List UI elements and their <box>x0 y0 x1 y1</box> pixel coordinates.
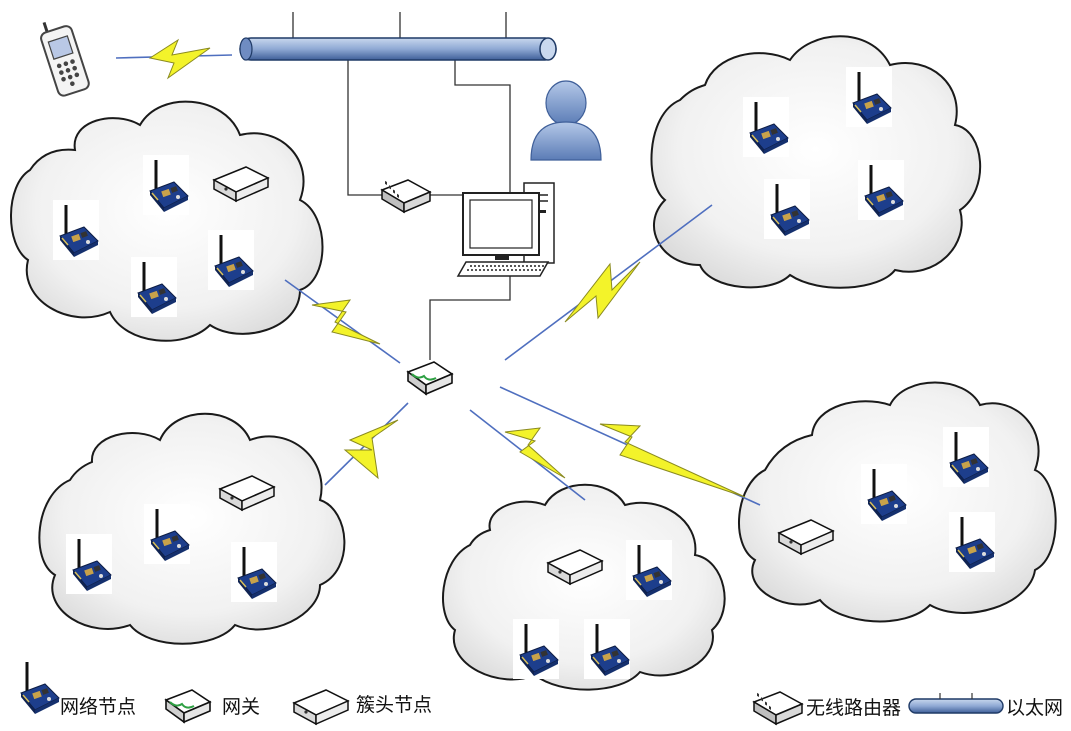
legend-sensor-node-icon <box>12 655 62 719</box>
sensor-node-icon <box>229 540 279 604</box>
lightning-bolt-icon <box>148 38 746 498</box>
sensor-node-icon <box>762 177 812 241</box>
sensor-node-icon <box>582 617 632 681</box>
gateway-icon <box>407 361 453 395</box>
legend-gateway-label: 网关 <box>222 696 261 718</box>
sensor-node-icon <box>129 255 179 319</box>
legend <box>12 655 1004 725</box>
cloud-top-right <box>650 35 981 289</box>
computer-icon <box>456 182 555 277</box>
sensor-node-icon <box>206 228 256 292</box>
legend-ethernet-label: 以太网 <box>1006 697 1064 719</box>
legend-cluster-head-icon <box>293 689 349 725</box>
sensor-node-icon <box>51 198 101 262</box>
sensor-node-icon <box>844 65 894 129</box>
person-icon <box>530 80 602 161</box>
sensor-node-icon <box>941 425 991 489</box>
cloud-bottom-center <box>442 483 726 691</box>
mobile-phone-icon <box>40 21 90 97</box>
ethernet-wires <box>292 12 511 360</box>
sensor-node-icon <box>624 538 674 602</box>
legend-node-label: 网络节点 <box>60 696 137 718</box>
ethernet-bus-icon <box>239 37 557 61</box>
sensor-node-icon <box>859 462 909 526</box>
sensor-node-icon <box>141 153 191 217</box>
legend-gateway-icon <box>165 689 211 723</box>
legend-router-label: 无线路由器 <box>806 697 902 719</box>
sensor-node-icon <box>64 532 114 596</box>
legend-router-icon <box>753 691 803 725</box>
sensor-node-icon <box>856 158 906 222</box>
legend-cluster-head-label: 簇头节点 <box>356 694 433 716</box>
router-icon <box>381 179 431 213</box>
cloud-bottom-left <box>38 412 346 645</box>
sensor-node-icon <box>142 502 192 566</box>
sensor-node-icon <box>947 510 997 574</box>
sensor-node-icon <box>511 617 561 681</box>
sensor-node-icon <box>741 95 791 159</box>
legend-ethernet-icon <box>908 693 1004 714</box>
